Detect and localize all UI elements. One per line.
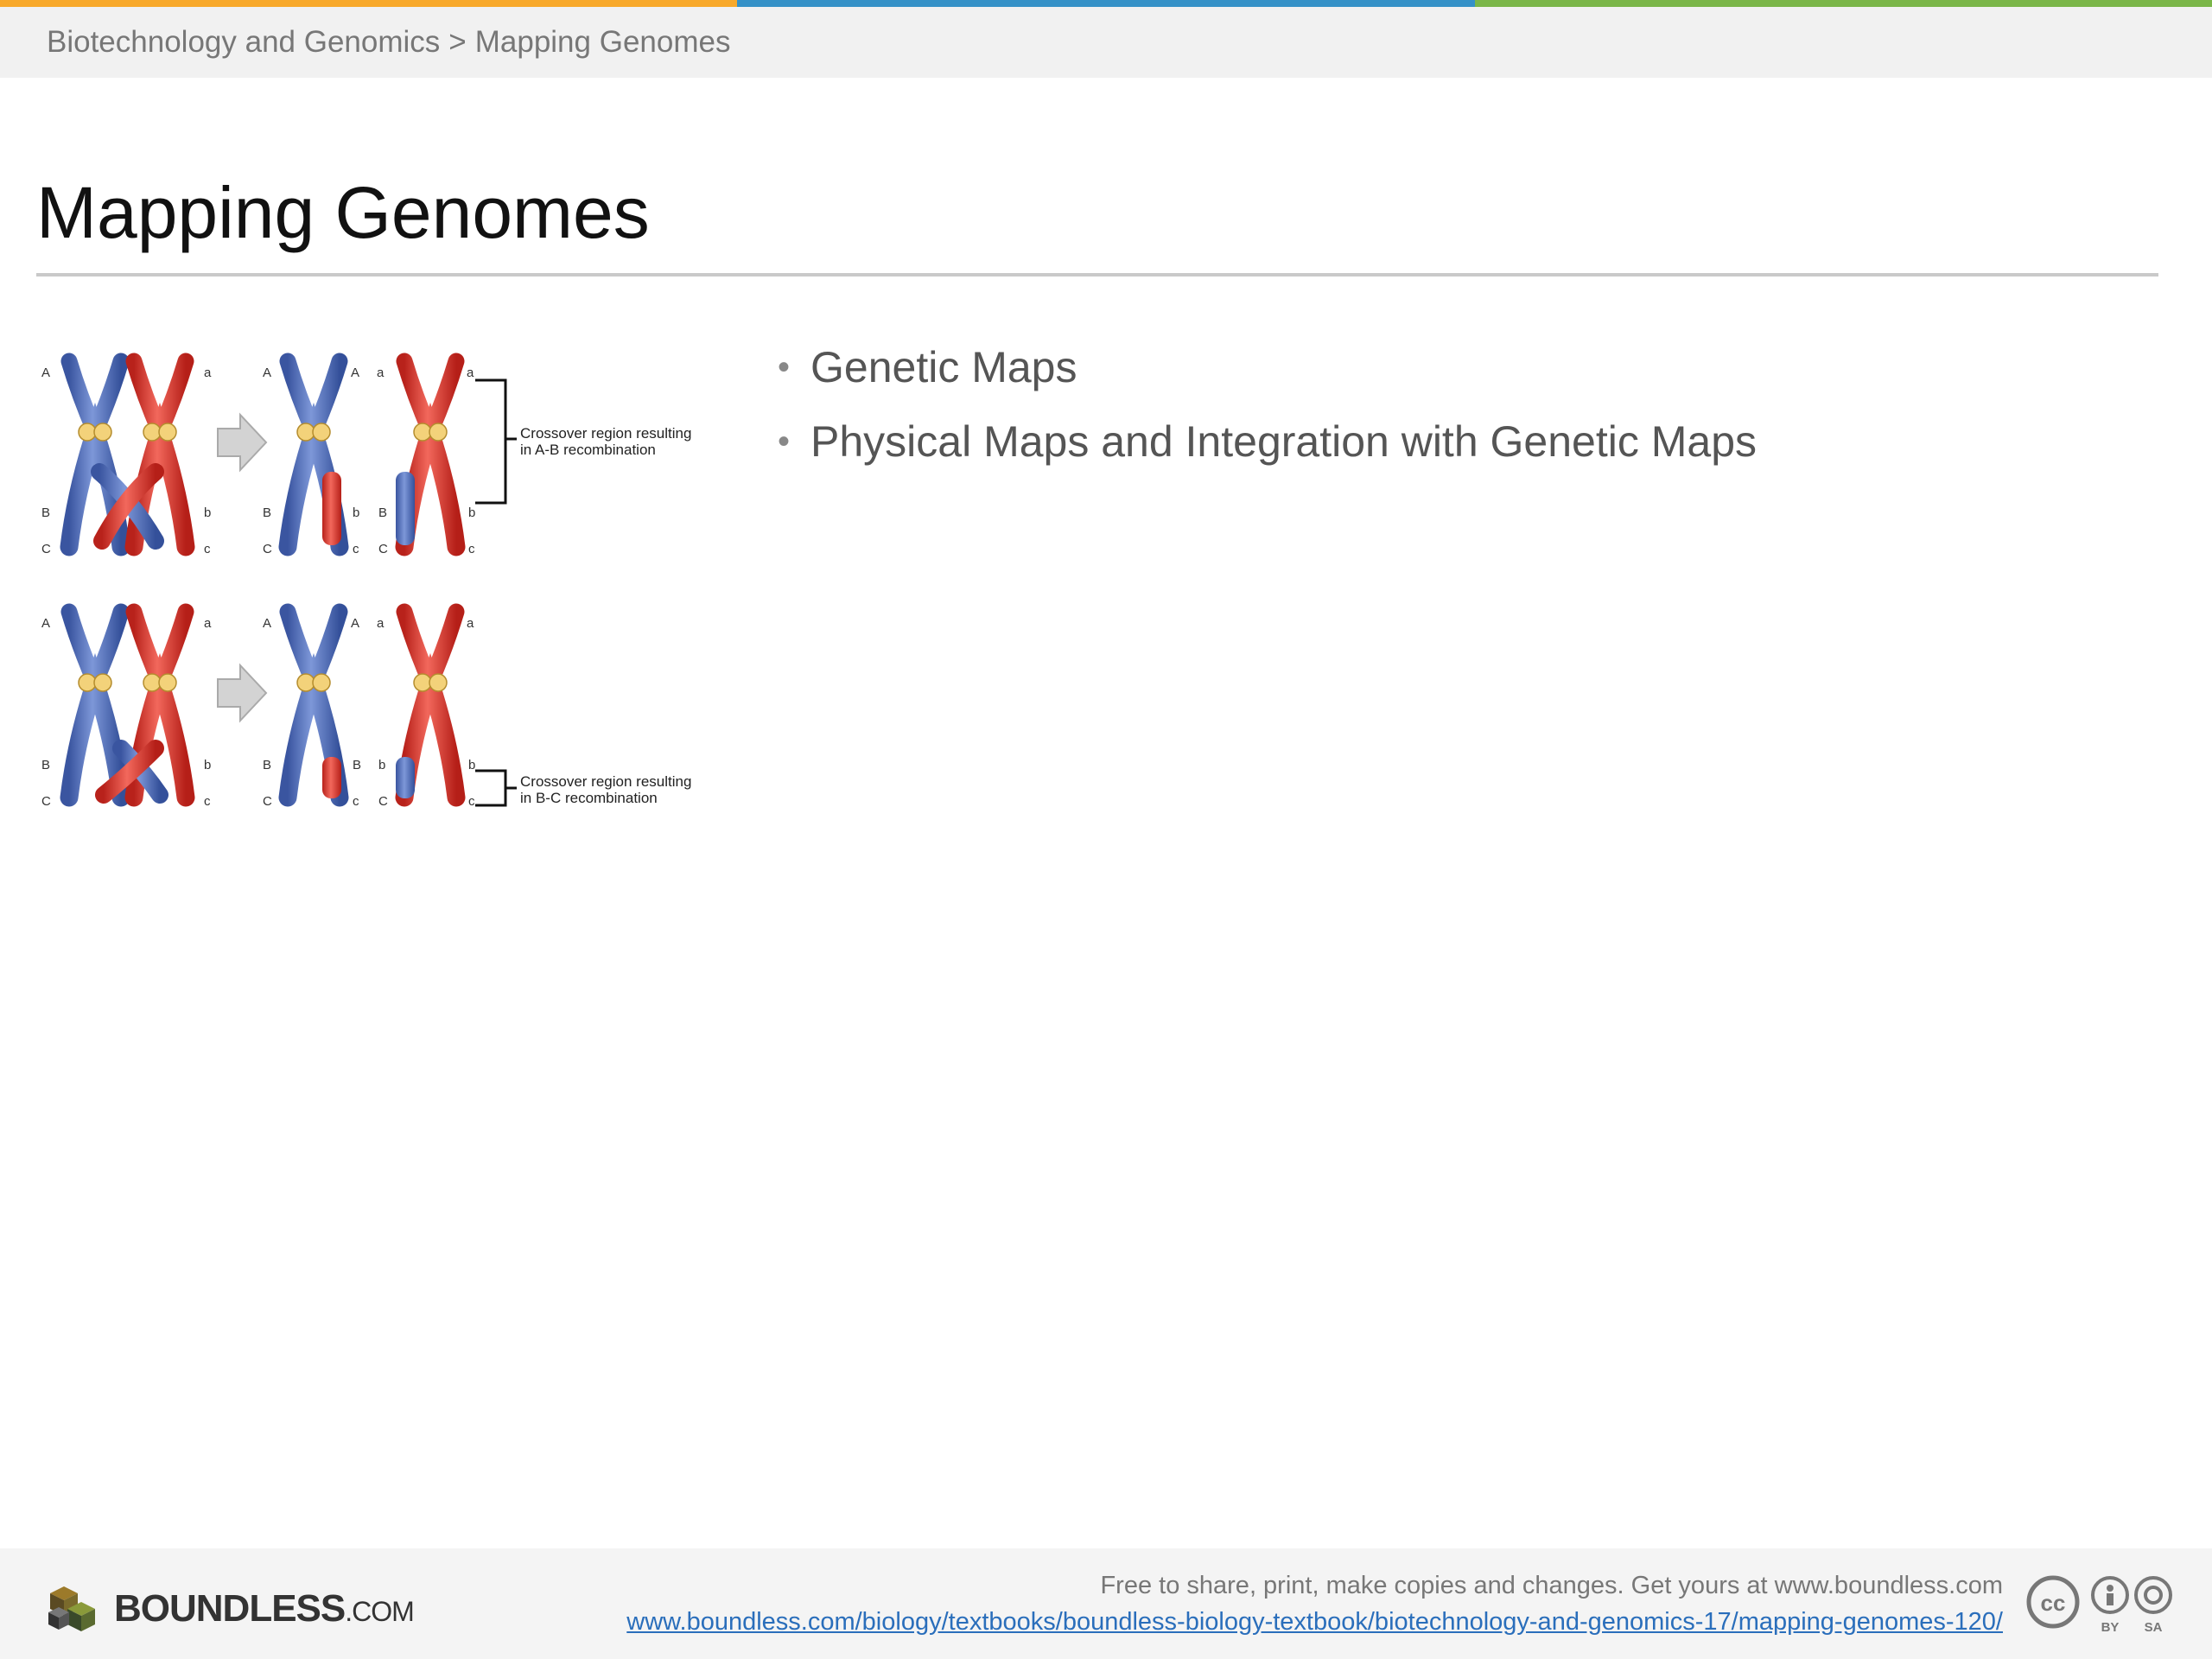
label-b: b [204,505,211,520]
caption-bottom-line2: in B-C recombination [520,790,658,806]
chromosome-crossover-figure: Crossover region resulting in A-B recomb… [41,342,691,809]
footer: BOUNDLESS.COM Free to share, print, make… [0,1548,2212,1659]
cube-logo-icon [48,1586,95,1631]
label-c: c [204,794,211,809]
footer-text: Free to share, print, make copies and ch… [626,1567,2003,1640]
swapped-segment-red [322,472,341,545]
label-A: A [263,616,271,631]
stripe-blue [737,0,1475,7]
sa-label: SA [2145,1620,2163,1635]
chromosome-blue [69,612,121,798]
label-C: C [263,794,272,809]
swapped-segment-red [322,757,341,798]
row2-crossover-pair [69,612,186,798]
list-item-label: Genetic Maps [810,343,1077,391]
label-b: b [468,505,475,520]
color-stripe [0,0,2212,7]
label-A: A [41,616,50,631]
breadcrumb-current: Mapping Genomes [474,25,731,59]
svg-text:cc: cc [2041,1590,2066,1616]
caption-top-line2: in A-B recombination [520,442,656,458]
by-label: BY [2101,1620,2120,1635]
row1-crossover-pair [69,361,186,547]
title-divider [36,273,2158,276]
label-a: a [377,365,385,380]
label-c: c [468,542,475,556]
label-a: a [204,365,212,380]
crossover-arm-red [95,740,164,804]
swapped-segment-blue [396,472,415,545]
label-A: A [351,365,359,380]
label-C: C [378,542,388,556]
label-B: B [41,505,50,520]
label-a: a [467,616,474,631]
page-title: Mapping Genomes [36,172,650,253]
arrow-icon [217,412,268,473]
label-A: A [263,365,271,380]
label-A: A [351,616,359,631]
label-c: c [468,794,475,809]
label-c: c [353,794,359,809]
label-C: C [378,794,388,809]
label-c: c [353,542,359,556]
bracket-top [475,378,507,505]
stripe-orange [0,0,738,7]
topic-list: • Genetic Maps • Physical Maps and Integra… [778,330,1757,479]
boundless-logo[interactable]: BOUNDLESS.COM [47,1583,415,1635]
label-B: B [353,758,361,772]
label-a: a [377,616,385,631]
label-C: C [41,542,51,556]
bullet-icon: • [778,423,791,461]
list-item-label: Physical Maps and Integration with Genet… [810,417,1757,466]
swapped-segment-blue [396,757,415,798]
caption-top-line1: Crossover region resulting [520,425,691,442]
label-B: B [263,758,271,772]
stripe-green [1474,0,2212,7]
label-a: a [204,616,212,631]
breadcrumb: Biotechnology and Genomics > Mapping Gen… [0,7,2212,78]
list-item[interactable]: • Genetic Maps [778,330,1757,404]
bracket-bottom [475,769,507,807]
cc-by-sa-icon[interactable]: cc BY SA [2025,1569,2177,1638]
caption-bottom-line1: Crossover region resulting [520,773,691,790]
source-link[interactable]: www.boundless.com/biology/textbooks/boun… [626,1608,2003,1636]
list-item[interactable]: • Physical Maps and Integration with Gene… [778,404,1757,479]
breadcrumb-parent[interactable]: Biotechnology and Genomics [47,25,441,59]
label-a: a [467,365,474,380]
label-b: b [204,758,211,772]
label-C: C [41,794,51,809]
label-B: B [263,505,271,520]
label-A: A [41,365,50,380]
label-b: b [353,505,359,520]
arrow-icon [217,663,268,723]
license-notice: Free to share, print, make copies and ch… [1100,1572,2003,1599]
logo-text: BOUNDLESS.COM [114,1587,415,1630]
label-B: B [41,758,50,772]
label-b: b [378,758,385,772]
crossover-arm-red [93,463,164,550]
label-c: c [204,542,211,556]
bullet-icon: • [778,348,791,386]
breadcrumb-separator: > [448,25,467,59]
label-B: B [378,505,387,520]
label-b: b [468,758,475,772]
row2-recombinant-pair [288,612,456,798]
label-C: C [263,542,272,556]
row1-recombinant-pair [288,361,456,547]
